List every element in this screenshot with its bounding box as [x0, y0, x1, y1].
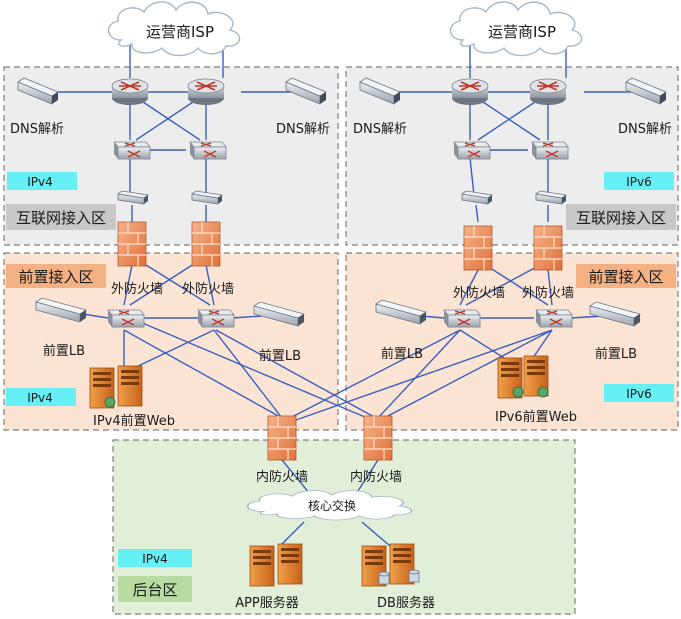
isp-label-right: 运营商ISP: [488, 23, 556, 41]
router-icon: [451, 78, 489, 106]
tag-ipv6-front: [604, 384, 674, 402]
router-icon: [187, 78, 225, 106]
globe-icon: [104, 396, 116, 408]
app-server-label: APP服务器: [235, 595, 299, 611]
app-server-icon: [249, 545, 275, 587]
zone-label-front-right: 前置接入区: [588, 268, 663, 286]
app-server-icon: [277, 543, 303, 585]
tag-label: IPv6: [626, 175, 652, 189]
firewall-icon: [533, 225, 563, 271]
dns-label: DNS解析: [10, 122, 64, 137]
links: [58, 45, 638, 495]
zone-label-box: [566, 204, 676, 230]
firewall-icon: [363, 415, 393, 461]
web-label: IPv4前置Web: [93, 413, 175, 429]
switch-icon: [453, 141, 491, 160]
tag-label: IPv4: [142, 552, 168, 566]
isp-label-left: 运营商ISP: [146, 23, 214, 41]
zone-label-box: [118, 576, 192, 602]
firewall-label: 外防火墙: [453, 285, 505, 301]
tag-label: IPv6: [626, 387, 652, 401]
core-label: 核心交换: [308, 498, 356, 513]
switch-icon: [189, 141, 227, 160]
db-server-label: DB服务器: [377, 595, 435, 611]
router-icon: [111, 78, 149, 106]
links: [279, 521, 391, 547]
database-icon: [378, 569, 420, 585]
tag-ipv4-internet: [7, 172, 77, 190]
firewall-icon: [267, 415, 297, 461]
zone-label-box: [6, 204, 116, 230]
zone-label-internet-left: 互联网接入区: [16, 209, 106, 227]
tag-label: IPv4: [27, 391, 53, 405]
switch-icon: [197, 309, 235, 328]
lb-label: 前置LB: [381, 346, 423, 362]
globe-icon: [537, 386, 549, 398]
dns-label: DNS解析: [353, 122, 407, 137]
zone-label-box: [576, 264, 676, 288]
firewall-label: 外防火墙: [522, 285, 574, 301]
switch-icon: [443, 309, 481, 328]
switch-icon: [535, 309, 573, 328]
tag-ipv6-internet: [604, 172, 674, 190]
firewall-icon: [117, 221, 147, 267]
zone-label-internet-right: 互联网接入区: [576, 209, 666, 227]
lb-label: 前置LB: [595, 346, 637, 362]
lb-label: 前置LB: [259, 348, 301, 364]
tag-label: IPv4: [27, 175, 53, 189]
firewall-label: 内防火墙: [350, 469, 402, 485]
router-icon: [529, 78, 567, 106]
web-label: IPv6前置Web: [495, 409, 577, 425]
switch-icon: [107, 309, 145, 328]
firewall-label: 外防火墙: [182, 281, 234, 297]
zone-label-backend: 后台区: [132, 581, 177, 599]
firewall-icon: [463, 225, 493, 271]
firewall-label: 内防火墙: [256, 469, 308, 485]
tag-ipv4-front: [6, 388, 76, 406]
switch-icon: [113, 141, 151, 160]
globe-icon: [512, 386, 524, 398]
firewall-icon: [191, 221, 221, 267]
lb-label: 前置LB: [43, 343, 85, 359]
dns-label: DNS解析: [276, 122, 330, 137]
firewall-label: 外防火墙: [111, 281, 163, 297]
tag-ipv4-backend: [118, 549, 192, 567]
switch-icon: [531, 141, 569, 160]
zone-label-front-left: 前置接入区: [18, 268, 93, 286]
web-server-icon: [117, 365, 143, 407]
zone-label-box: [6, 264, 106, 288]
dns-label: DNS解析: [618, 122, 672, 137]
